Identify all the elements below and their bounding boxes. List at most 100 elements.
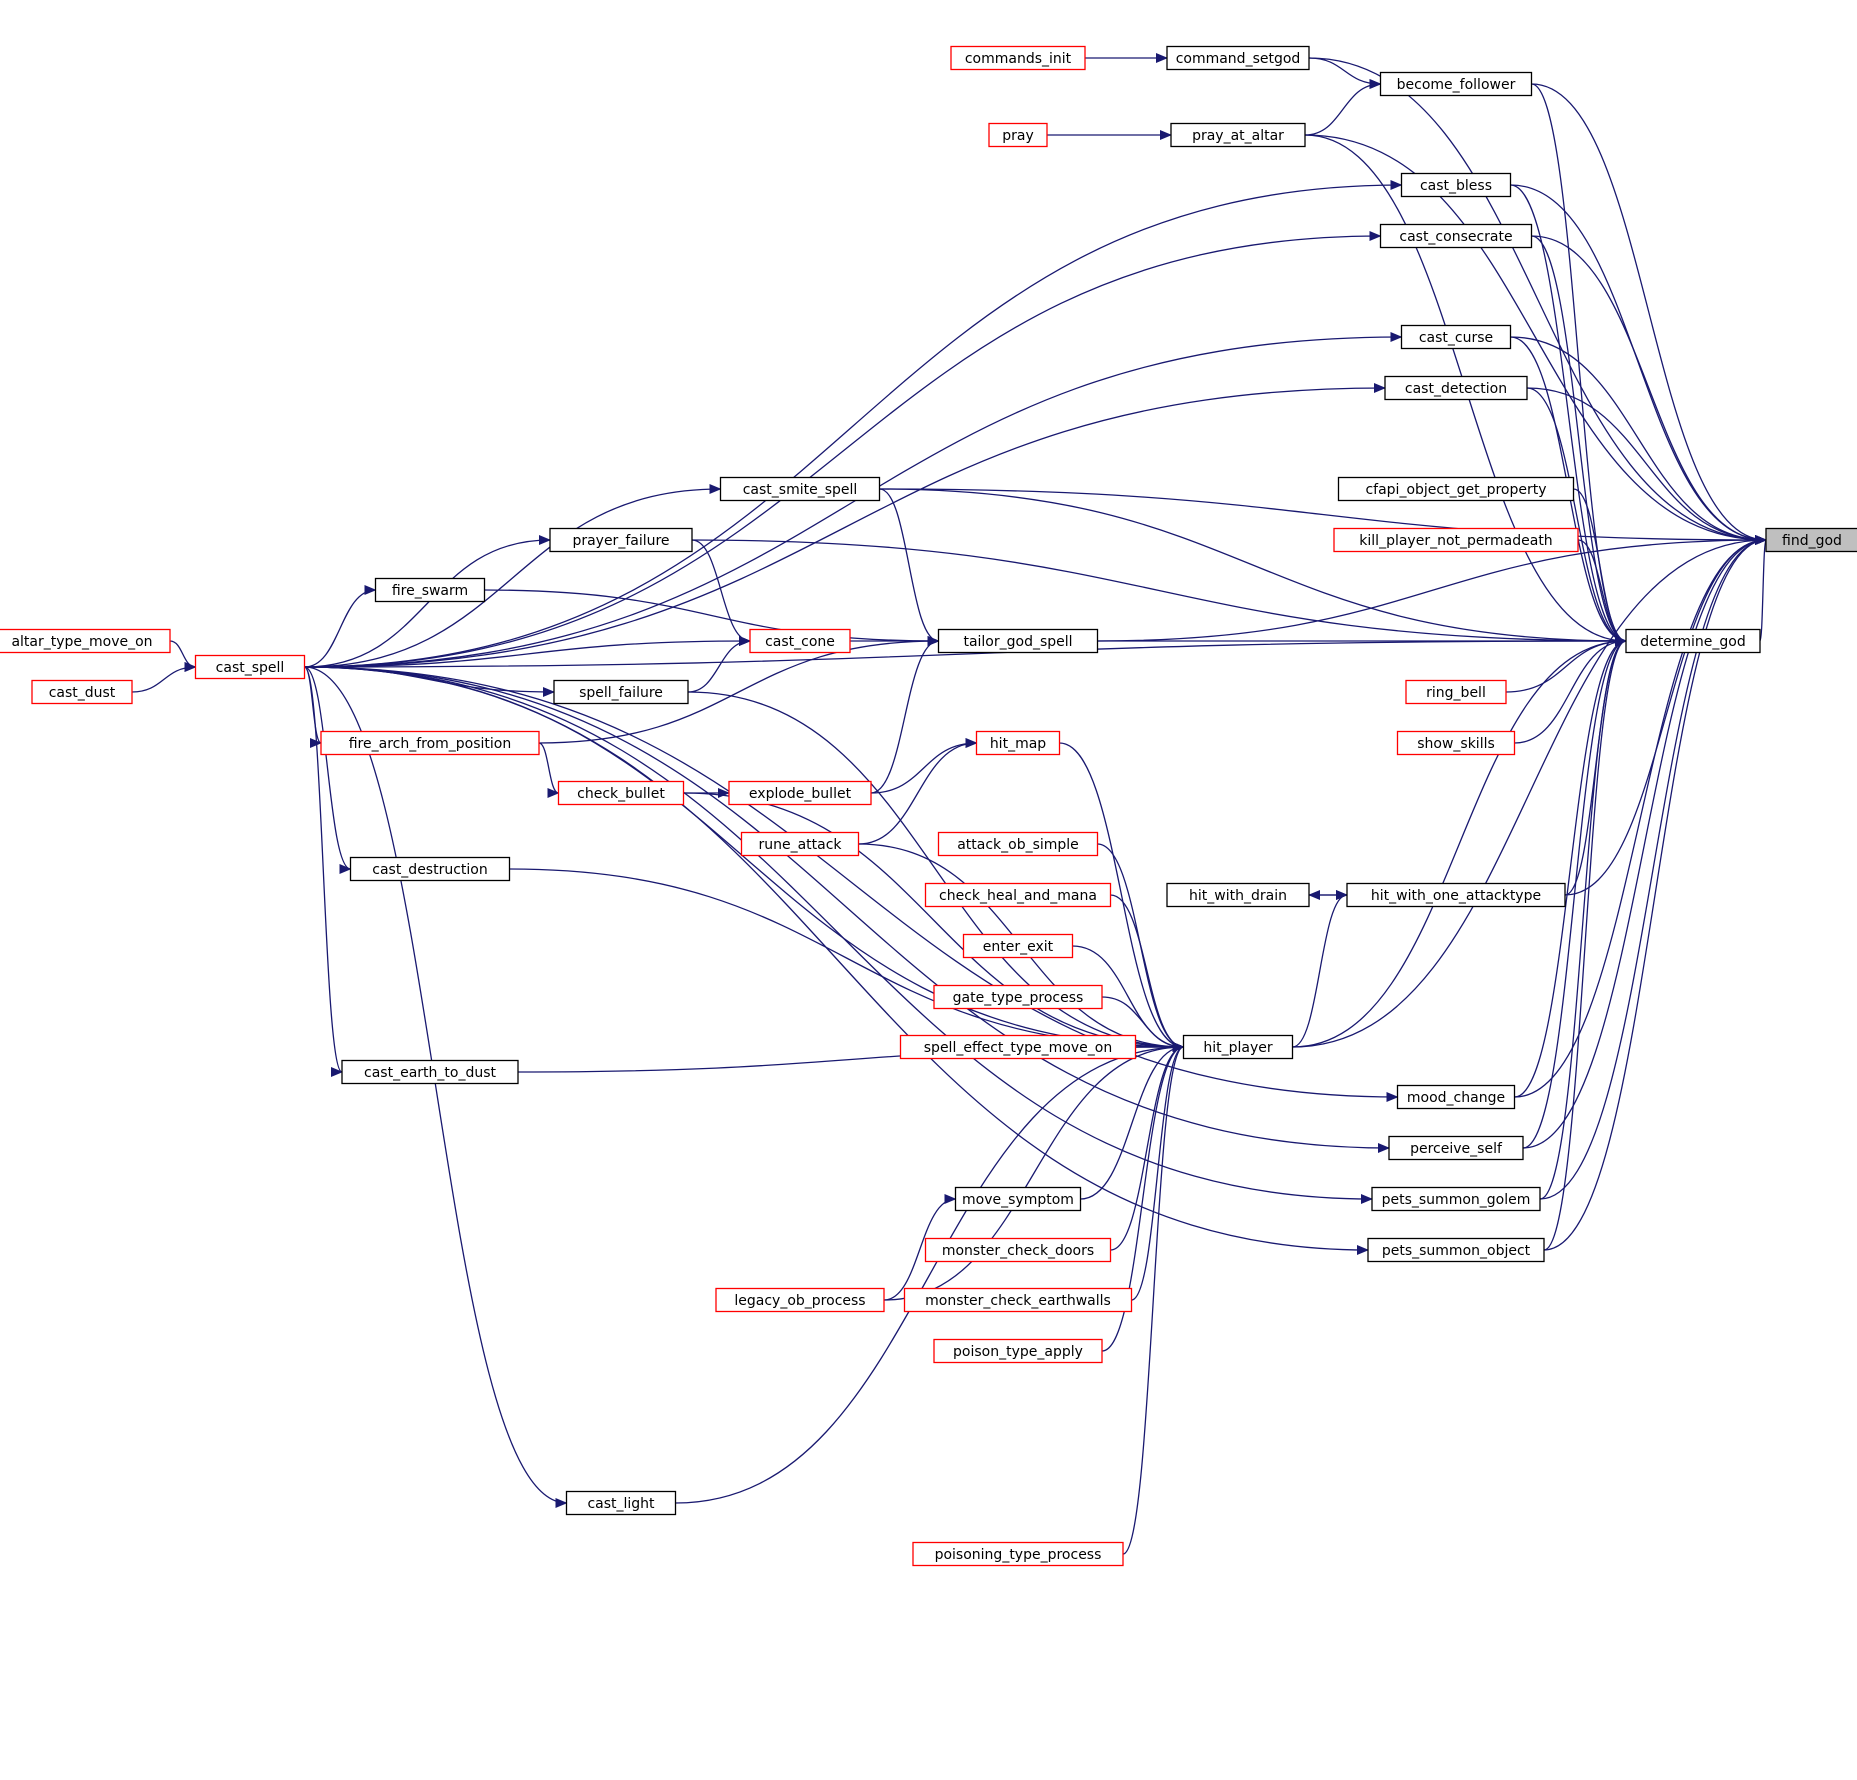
node-move-symptom[interactable]: move_symptom	[954, 1186, 1082, 1212]
node-altar-type-move-on[interactable]: altar_type_move_on	[0, 628, 171, 654]
node-hit-map[interactable]: hit_map	[975, 730, 1061, 756]
edges-layer	[131, 53, 1767, 1555]
edge-cast-spell-to-pets-summon-object	[304, 666, 1369, 1255]
node-label: legacy_ob_process	[734, 1293, 865, 1309]
node-label: pets_summon_golem	[1382, 1192, 1531, 1208]
node-check-heal-and-mana[interactable]: check_heal_and_mana	[924, 882, 1112, 908]
node-spell-effect-type-move-on[interactable]: spell_effect_type_move_on	[899, 1034, 1137, 1060]
edge-pets-summon-golem-to-determine-god	[1539, 636, 1627, 1200]
node-box	[1405, 679, 1507, 705]
node-label: attack_ob_simple	[957, 837, 1079, 853]
node-label: cast_bless	[1420, 178, 1492, 194]
node-fire-swarm[interactable]: fire_swarm	[374, 577, 486, 603]
node-show-skills[interactable]: show_skills	[1396, 730, 1516, 756]
node-box	[31, 679, 133, 705]
node-pray-at-altar[interactable]: pray_at_altar	[1170, 122, 1306, 148]
node-label: spell_effect_type_move_on	[924, 1040, 1112, 1056]
node-cast-destruction[interactable]: cast_destruction	[349, 856, 511, 882]
node-box	[937, 831, 1099, 857]
node-check-bullet[interactable]: check_bullet	[557, 780, 685, 806]
node-find-god: find_god	[1765, 527, 1857, 553]
edge-cast-spell-to-prayer-failure	[304, 535, 551, 668]
node-determine-god[interactable]: determine_god	[1625, 628, 1761, 654]
node-cast-curse[interactable]: cast_curse	[1400, 324, 1512, 350]
node-monster-check-earthwalls[interactable]: monster_check_earthwalls	[903, 1287, 1133, 1313]
edge-hit-map-to-hit-player	[1059, 742, 1185, 1052]
node-box	[1396, 730, 1516, 756]
node-label: pray	[1002, 128, 1034, 144]
edge-cast-spell-to-cast-detection	[304, 383, 1386, 668]
node-cfapi-object-get-property[interactable]: cfapi_object_get_property	[1337, 476, 1575, 502]
node-gate-type-process[interactable]: gate_type_process	[933, 984, 1103, 1010]
edge-pets-summon-golem-to-find-god	[1539, 535, 1767, 1200]
node-cast-detection[interactable]: cast_detection	[1384, 375, 1528, 401]
node-hit-with-one-attacktype[interactable]: hit_with_one_attacktype	[1346, 882, 1566, 908]
node-ring-bell[interactable]: ring_bell	[1405, 679, 1507, 705]
node-label: cfapi_object_get_property	[1365, 482, 1546, 498]
node-perceive-self[interactable]: perceive_self	[1388, 1135, 1524, 1161]
edge-cast-spell-to-cast-light	[304, 666, 568, 1508]
node-cast-smite-spell[interactable]: cast_smite_spell	[719, 476, 881, 502]
node-cast-cone[interactable]: cast_cone	[749, 628, 851, 654]
node-fire-arch-from-position[interactable]: fire_arch_from_position	[320, 730, 540, 756]
node-kill-player-not-permadeath[interactable]: kill_player_not_permadeath	[1333, 527, 1579, 553]
node-label: hit_player	[1203, 1040, 1273, 1056]
edge-explode-bullet-to-hit-map	[870, 738, 978, 794]
edge-show-skills-to-determine-god	[1514, 636, 1627, 744]
edge-cast-bless-to-determine-god	[1510, 184, 1627, 646]
node-cast-consecrate[interactable]: cast_consecrate	[1379, 223, 1533, 249]
node-cast-bless[interactable]: cast_bless	[1400, 172, 1512, 198]
node-cast-earth-to-dust[interactable]: cast_earth_to_dust	[341, 1059, 519, 1085]
node-mood-change[interactable]: mood_change	[1396, 1084, 1516, 1110]
node-pray[interactable]: pray	[988, 122, 1048, 148]
node-explode-bullet[interactable]: explode_bullet	[728, 780, 872, 806]
edge-perceive-self-to-find-god	[1522, 535, 1767, 1149]
node-cast-light[interactable]: cast_light	[565, 1490, 677, 1516]
node-box	[320, 730, 540, 756]
node-label: fire_arch_from_position	[349, 736, 512, 752]
edge-hit-with-one-attacktype-to-find-god	[1564, 535, 1767, 896]
node-box	[924, 1237, 1112, 1263]
node-cast-dust[interactable]: cast_dust	[31, 679, 133, 705]
edge-cfapi-object-get-property-to-determine-god	[1573, 488, 1627, 646]
node-enter-exit[interactable]: enter_exit	[962, 933, 1074, 959]
node-box	[194, 654, 306, 680]
edge-pray-at-altar-to-find-god	[1304, 134, 1767, 545]
node-label: fire_swarm	[392, 583, 468, 599]
node-hit-player[interactable]: hit_player	[1182, 1034, 1294, 1060]
node-prayer-failure[interactable]: prayer_failure	[549, 527, 693, 553]
node-pets-summon-golem[interactable]: pets_summon_golem	[1371, 1186, 1541, 1212]
node-box	[1367, 1237, 1545, 1263]
edge-cast-spell-to-cast-curse	[304, 332, 1403, 668]
node-box	[1346, 882, 1566, 908]
node-spell-failure[interactable]: spell_failure	[553, 679, 689, 705]
node-pets-summon-object[interactable]: pets_summon_object	[1367, 1237, 1545, 1263]
node-hit-with-drain[interactable]: hit_with_drain	[1166, 882, 1310, 908]
node-poison-type-apply[interactable]: poison_type_apply	[933, 1338, 1103, 1364]
node-become-follower[interactable]: become_follower	[1379, 71, 1533, 97]
node-label: gate_type_process	[953, 990, 1084, 1006]
edge-monster-check-earthwalls-to-hit-player	[1131, 1042, 1185, 1301]
edge-check-heal-and-mana-to-hit-player	[1110, 894, 1185, 1052]
node-label: command_setgod	[1176, 51, 1301, 67]
edge-cast-spell-to-pets-summon-golem	[304, 666, 1373, 1204]
node-legacy-ob-process[interactable]: legacy_ob_process	[715, 1287, 885, 1313]
edge-altar-type-move-on-to-cast-spell	[169, 640, 197, 672]
node-box	[1396, 1084, 1516, 1110]
node-tailor-god-spell[interactable]: tailor_god_spell	[937, 628, 1099, 654]
node-poisoning-type-process[interactable]: poisoning_type_process	[912, 1541, 1124, 1567]
node-box	[899, 1034, 1137, 1060]
node-rune-attack[interactable]: rune_attack	[740, 831, 860, 857]
edge-spell-failure-to-hit-player	[687, 691, 1185, 1052]
node-box	[349, 856, 511, 882]
node-attack-ob-simple[interactable]: attack_ob_simple	[937, 831, 1099, 857]
node-label: cast_dust	[49, 685, 116, 701]
node-commands-init[interactable]: commands_init	[950, 45, 1086, 71]
edge-cast-light-to-hit-player	[675, 1042, 1185, 1504]
node-cast-spell[interactable]: cast_spell	[194, 654, 306, 680]
node-command-setgod[interactable]: command_setgod	[1166, 45, 1310, 71]
node-box	[924, 882, 1112, 908]
node-monster-check-doors[interactable]: monster_check_doors	[924, 1237, 1112, 1263]
node-label: rune_attack	[758, 837, 842, 853]
edge-cast-smite-spell-to-determine-god	[879, 488, 1627, 646]
